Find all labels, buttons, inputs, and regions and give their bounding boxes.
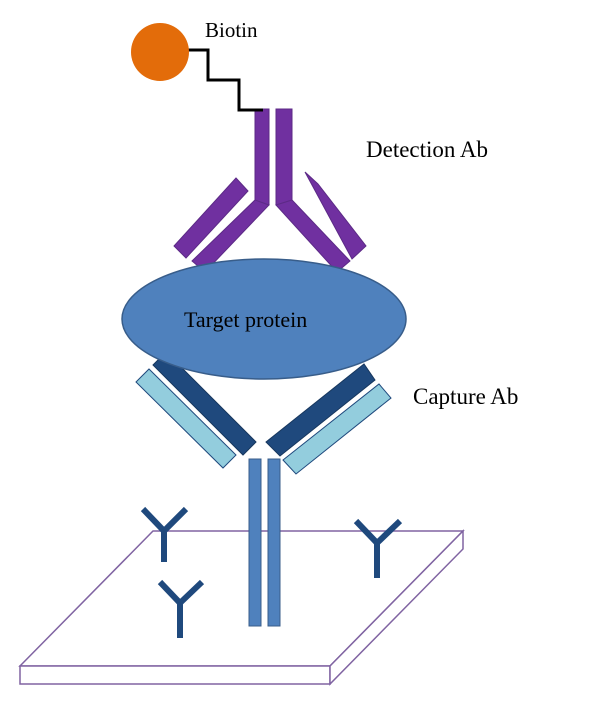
surface-antibody-1 [140, 506, 189, 562]
plate-surface [18, 529, 465, 686]
capture-stem-left [248, 458, 262, 627]
capture-stem-right [267, 458, 281, 627]
detection-arm-right-inner [275, 199, 351, 273]
detection-stem-left [254, 108, 270, 206]
detection-antibody [173, 108, 367, 273]
detection-arm-left-outer [173, 177, 249, 259]
target-protein-label: Target protein [184, 307, 307, 332]
target-protein [121, 258, 407, 380]
plate-side-face [329, 529, 464, 686]
detection-stem-right [275, 108, 293, 206]
surface-antibody-2 [157, 579, 205, 638]
capture-ab-label: Capture Ab [413, 384, 518, 409]
biotin-label: Biotin [205, 18, 258, 42]
detection-arm-right-outer [304, 171, 367, 260]
plate-front-face [19, 665, 331, 685]
surface-antibody-3 [353, 518, 403, 578]
biotin-circle [131, 23, 189, 81]
detection-ab-label: Detection Ab [366, 137, 488, 162]
capture-arm-right-light [282, 383, 392, 475]
capture-arm-left-light [135, 368, 237, 469]
capture-arm-right-heavy [265, 363, 376, 457]
biotin-linker [183, 48, 263, 112]
